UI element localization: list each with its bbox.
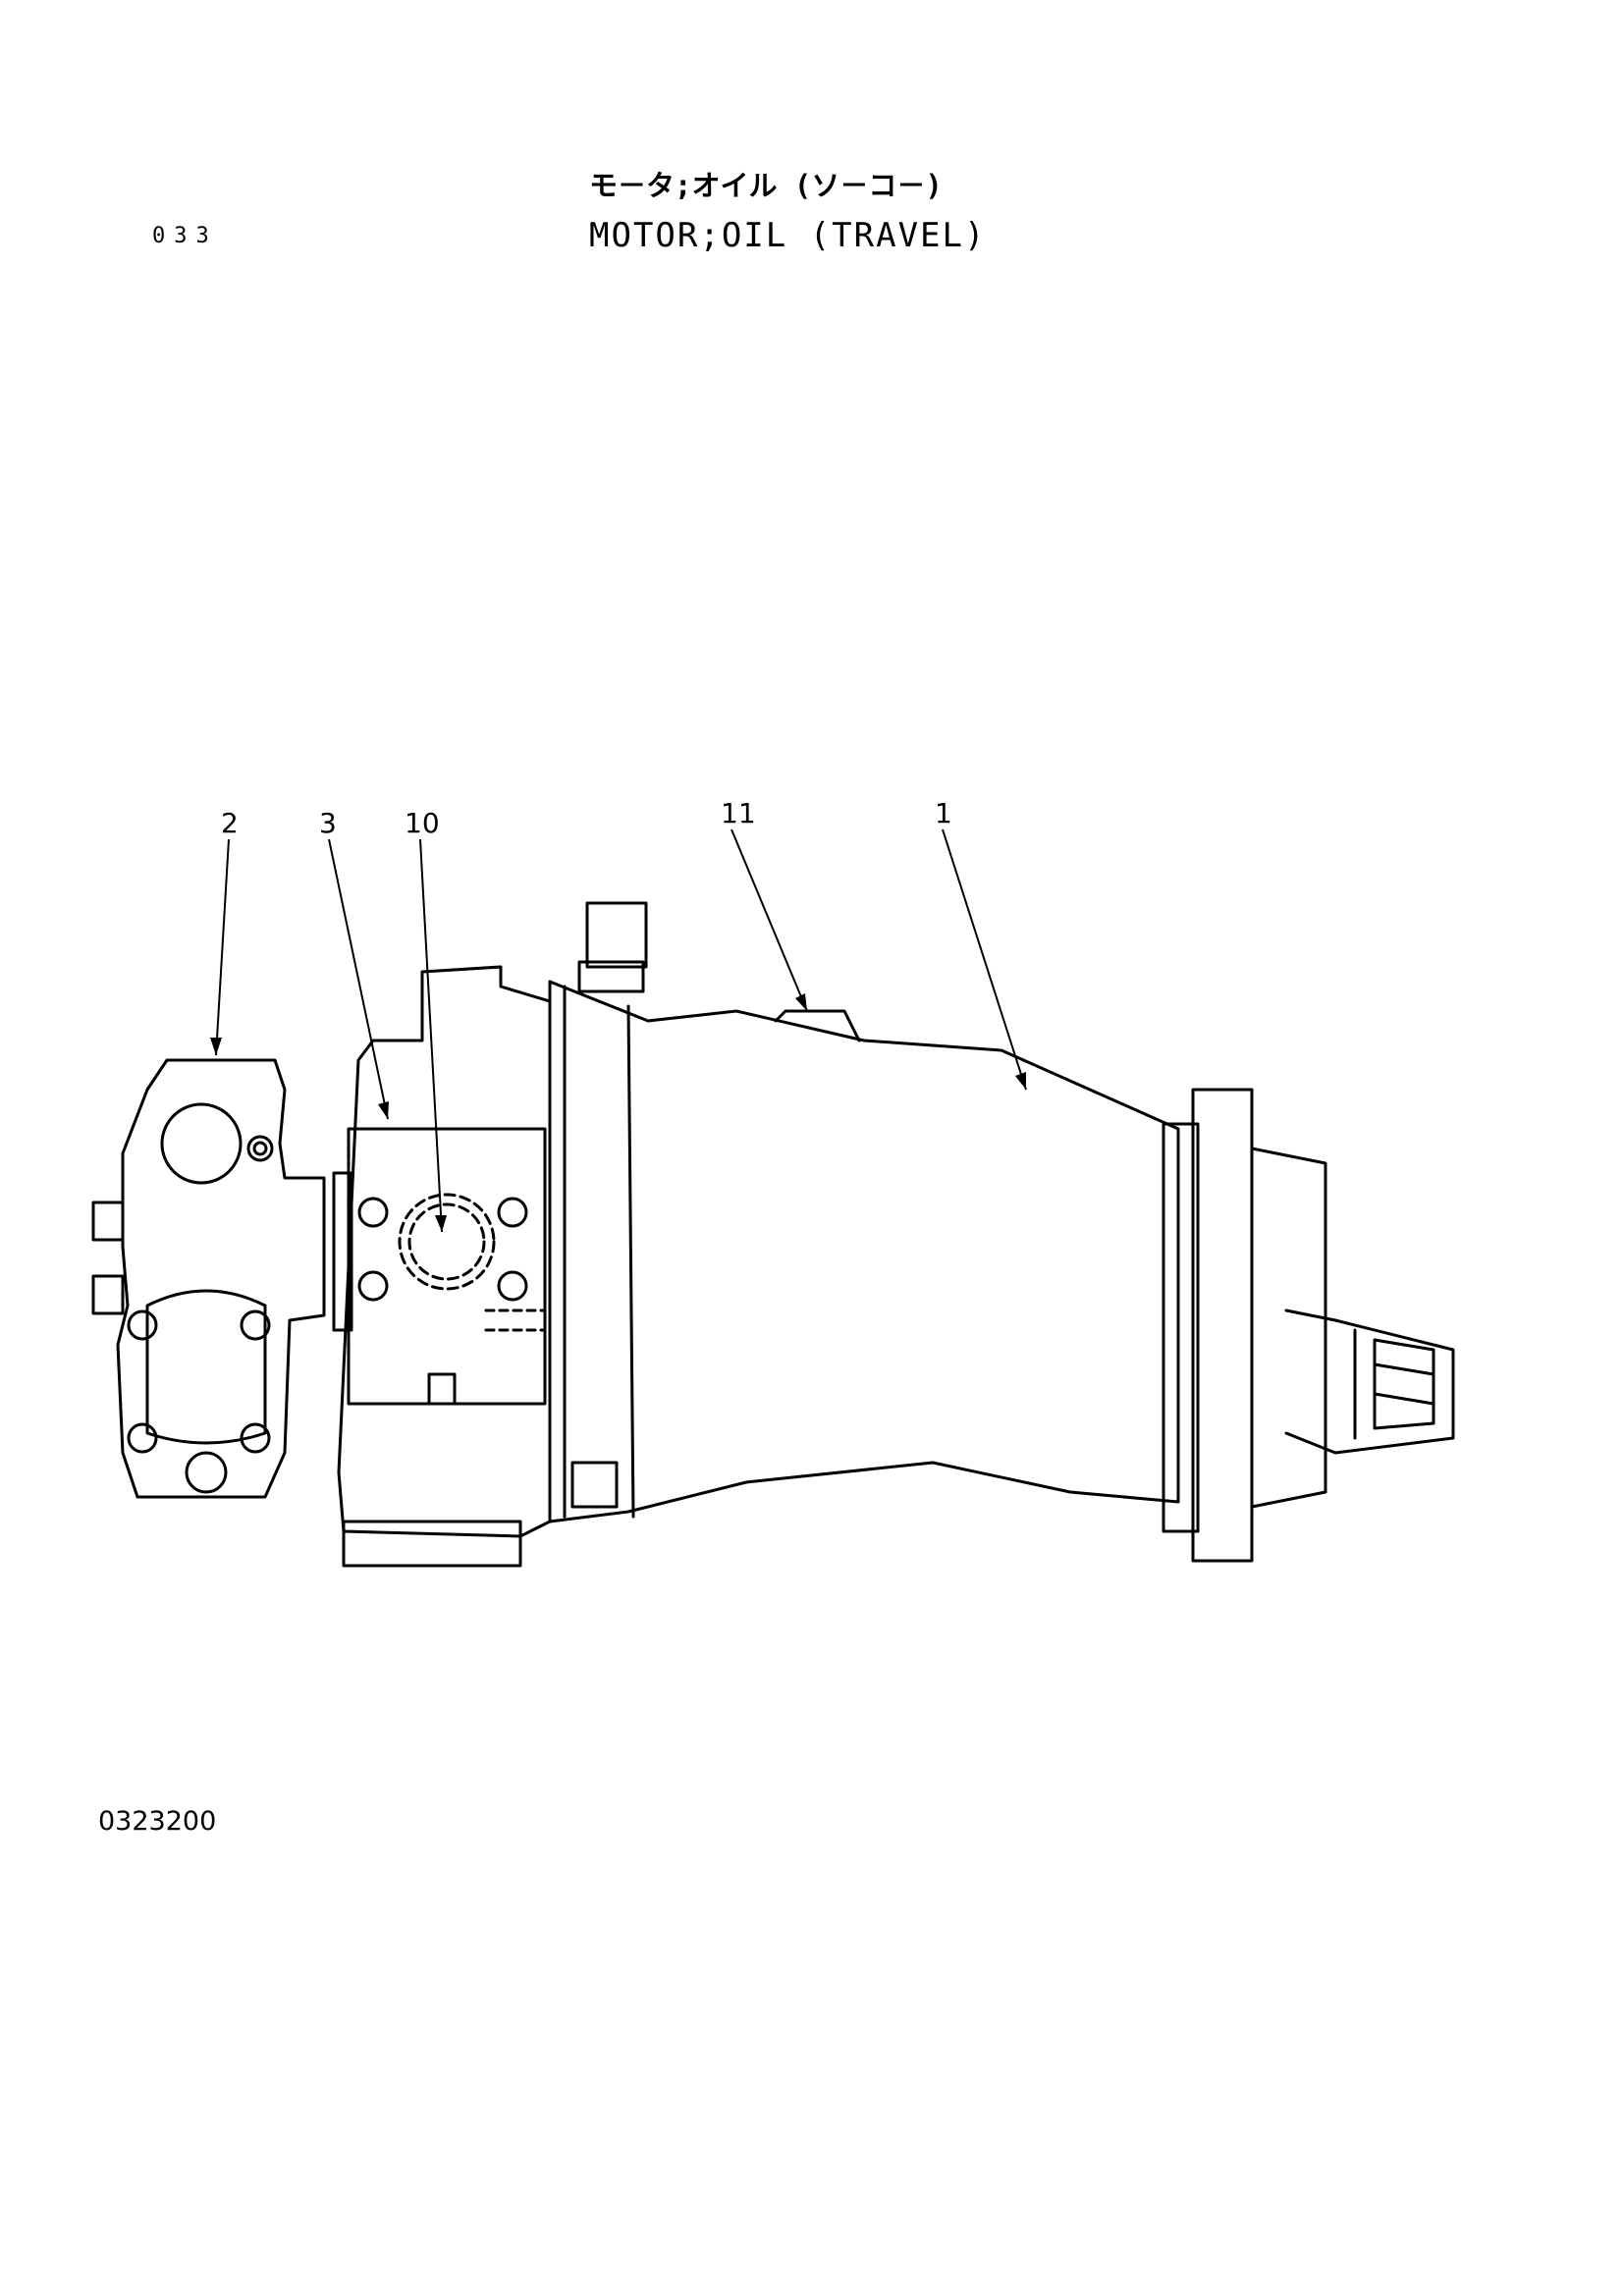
port-circle [398,1193,496,1291]
leader-3 [328,838,389,1120]
bolt [240,1422,271,1454]
leader-2 [215,838,230,1056]
title-english: MOTOR;OIL (TRAVEL) [589,216,987,255]
bolt [497,1197,528,1228]
valve-housing [337,965,552,1538]
pilot-port [160,1102,243,1185]
top-plug [774,1009,861,1042]
leader-10 [419,838,443,1233]
output-shaft [1284,1308,1455,1455]
leader-1 [942,828,1027,1091]
callout-1: 1 [935,797,952,829]
page-number: 033 [152,224,218,248]
top-fitting [585,901,648,969]
callout-10: 10 [405,807,440,839]
title-japanese: モ－タ;オイル (ソ－コ－) [589,169,943,202]
callout-2: 2 [221,807,239,839]
callout-11: 11 [721,797,756,829]
bolt [127,1309,158,1341]
leader-11 [730,828,808,1012]
bolt [240,1309,271,1341]
mounting-flange [1191,1088,1254,1563]
bolt [497,1270,528,1302]
bolt [357,1270,389,1302]
bolt [357,1197,389,1228]
bolt [127,1422,158,1454]
motor-housing [548,980,1180,1523]
figure-number: 0323200 [98,1806,217,1837]
cover-plate [347,1127,547,1406]
callout-3: 3 [319,807,337,839]
